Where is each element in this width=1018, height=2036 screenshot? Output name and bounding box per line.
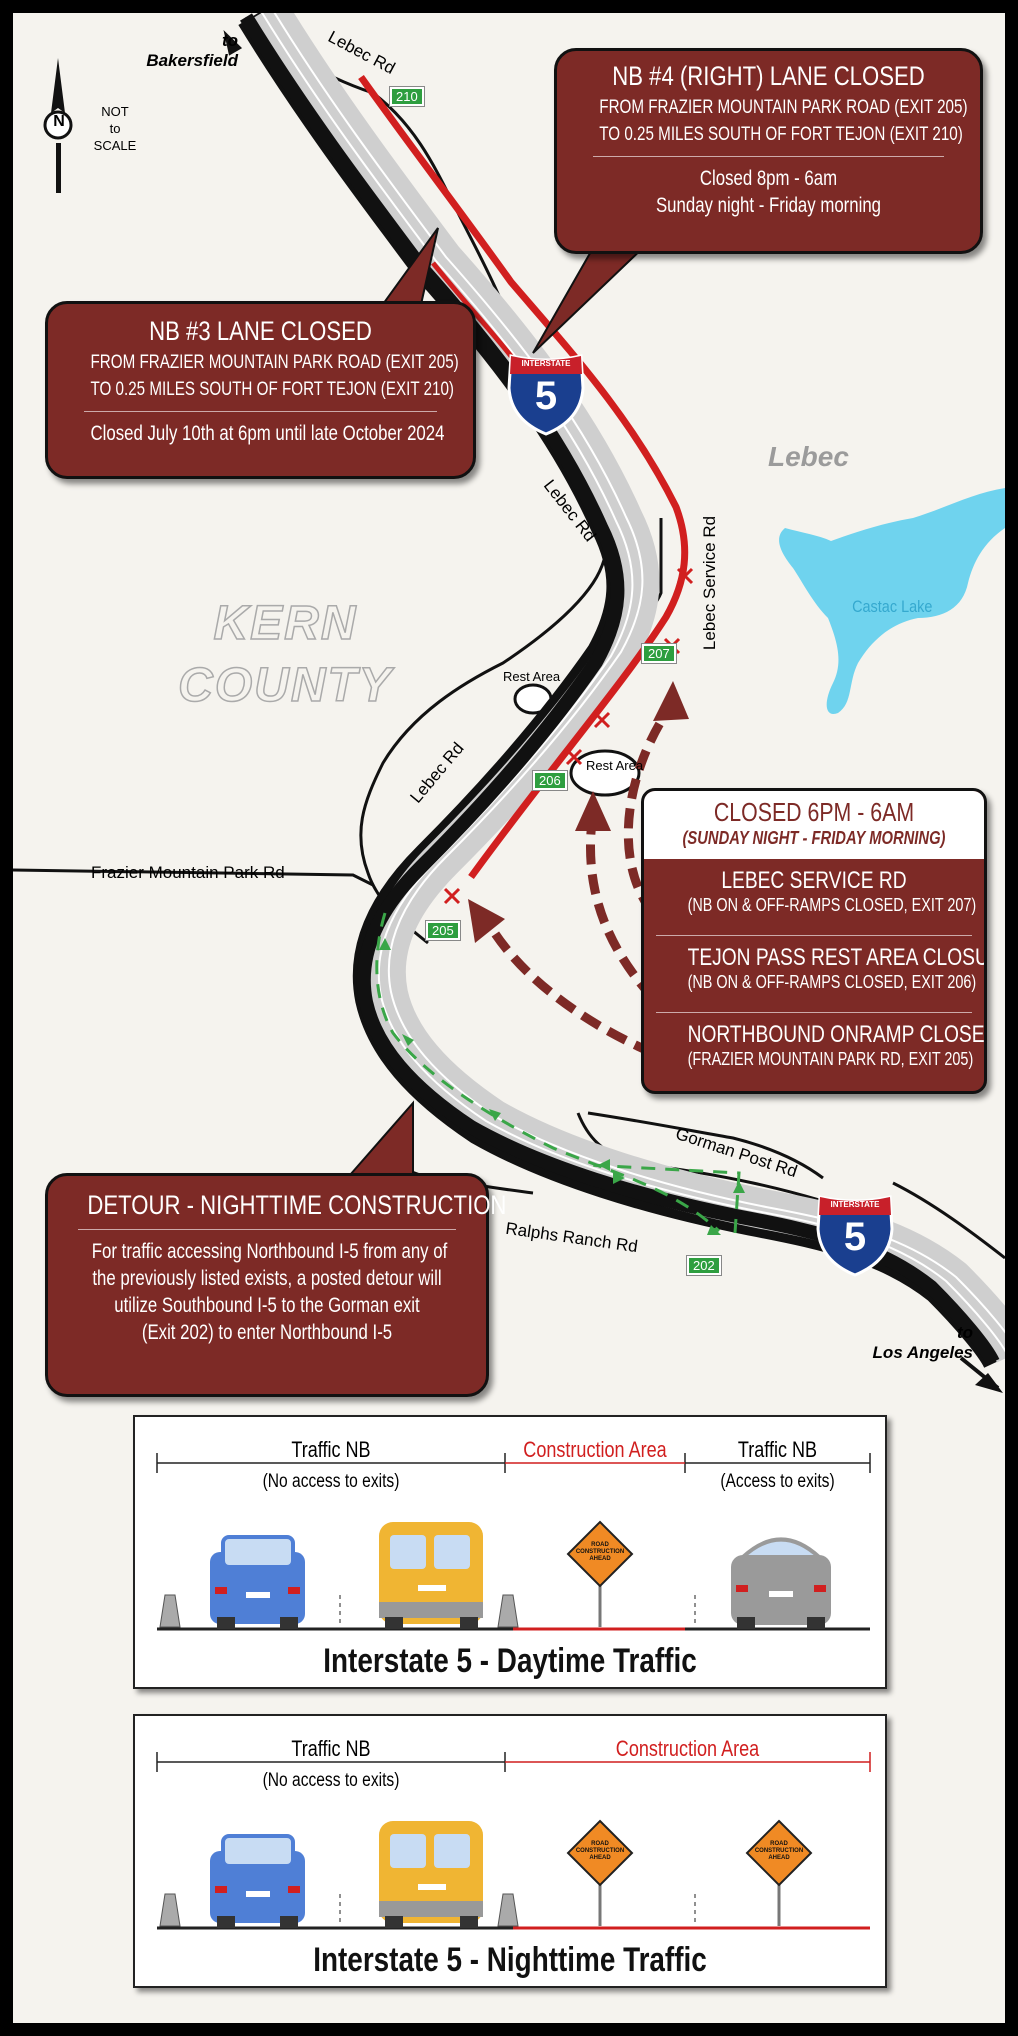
ramp-item-detail: (FRAZIER MOUNTAIN PARK RD, EXIT 205) [687,1049,974,1069]
nighttime-title: Interstate 5 - Nighttime Traffic [313,1941,707,1979]
callout-detour: DETOUR - NIGHTTIME CONSTRUCTION For traf… [45,1173,507,1397]
callout-line: TO 0.25 MILES SOUTH OF FORT TEJON (EXIT … [599,124,963,145]
detour-line: the previously listed exists, a posted d… [92,1267,442,1290]
day-seg2-label: Construction Area [523,1437,667,1462]
rest-area-label: Rest Area [586,758,644,773]
ramp-callout-arrows [478,700,677,1058]
detour-route [375,912,741,1234]
north-letter: N [53,113,65,130]
callout-line: Closed 8pm - 6am [699,167,838,190]
exit-207-tag: 207 [641,643,677,664]
interstate-shield-lower: INTERSTATE 5 [816,1195,894,1277]
ramp-item-title: TEJON PASS REST AREA CLOSURE [687,944,987,971]
exit-205-tag: 205 [425,920,461,941]
interstate-shield-upper: INTERSTATE 5 [507,354,585,436]
road-label-frazier: Frazier Mountain Park Rd [91,863,285,882]
day-seg3-label: Traffic NB [737,1437,818,1462]
lake-label: Castac Lake [852,597,933,616]
ramp-subheader: (SUNDAY NIGHT - FRIDAY MORNING) [682,828,946,848]
daytime-traffic-panel: Traffic NB (No access to exits) Construc… [133,1415,887,1689]
ramp-item-title: LEBEC SERVICE RD [721,867,907,894]
callout-title: DETOUR - NIGHTTIME CONSTRUCTION [87,1190,507,1220]
castac-lake [779,488,1005,714]
day-seg1-sub: (No access to exits) [262,1471,400,1492]
road-label-lebec-service: Lebec Service Rd [700,515,720,651]
rest-area-label-top: Rest Area [503,669,561,684]
detour-line: (Exit 202) to enter Northbound I-5 [141,1321,393,1344]
nighttime-traffic-panel: Traffic NB (No access to exits) Construc… [133,1714,887,1988]
exit-210-tag: 210 [389,86,425,107]
callout-nb3-lane-closed: NB #3 LANE CLOSED FROM FRAZIER MOUNTAIN … [45,301,476,479]
exit-202-tag: 202 [686,1255,722,1276]
night-seg2-label: Construction Area [615,1736,760,1761]
callout-title: NB #3 LANE CLOSED [149,316,372,346]
callout-title: NB #4 (RIGHT) LANE CLOSED [612,61,925,91]
to-bakersfield-arrow [223,30,243,56]
night-seg1-label: Traffic NB [291,1736,371,1761]
rest-area-loop [569,749,641,797]
detour-line: For traffic accessing Northbound I-5 fro… [91,1240,448,1263]
north-arrow [43,58,73,193]
exit-206-tag: 206 [532,770,568,791]
map-canvas [13,13,1005,1393]
callout-line: Closed July 10th at 6pm until late Octob… [90,422,445,445]
ramp-item-detail: (NB ON & OFF-RAMPS CLOSED, EXIT 206) [687,972,977,992]
place-lebec: Lebec [768,441,849,472]
callout-nb4-lane-closed: NB #4 (RIGHT) LANE CLOSED FROM FRAZIER M… [554,48,983,254]
day-seg1-label: Traffic NB [291,1437,371,1462]
day-seg3-sub: (Access to exits) [720,1471,835,1492]
callout-line: FROM FRAZIER MOUNTAIN PARK ROAD (EXIT 20… [90,352,459,373]
ramp-header: CLOSED 6PM - 6AM [713,797,915,827]
daytime-title: Interstate 5 - Daytime Traffic [323,1642,697,1680]
callout-line: FROM FRAZIER MOUNTAIN PARK ROAD (EXIT 20… [599,97,968,118]
callout-ramp-closures: CLOSED 6PM - 6AM (SUNDAY NIGHT - FRIDAY … [641,788,987,1094]
ramp-item-title: NORTHBOUND ONRAMP CLOSED [687,1021,987,1048]
detour-line: utilize Southbound I-5 to the Gorman exi… [114,1294,420,1317]
callout-line: Sunday night - Friday morning [655,194,882,217]
callout-line: TO 0.25 MILES SOUTH OF FORT TEJON (EXIT … [90,379,454,400]
ramp-item-detail: (NB ON & OFF-RAMPS CLOSED, EXIT 207) [687,895,977,915]
night-seg1-sub: (No access to exits) [262,1770,400,1791]
